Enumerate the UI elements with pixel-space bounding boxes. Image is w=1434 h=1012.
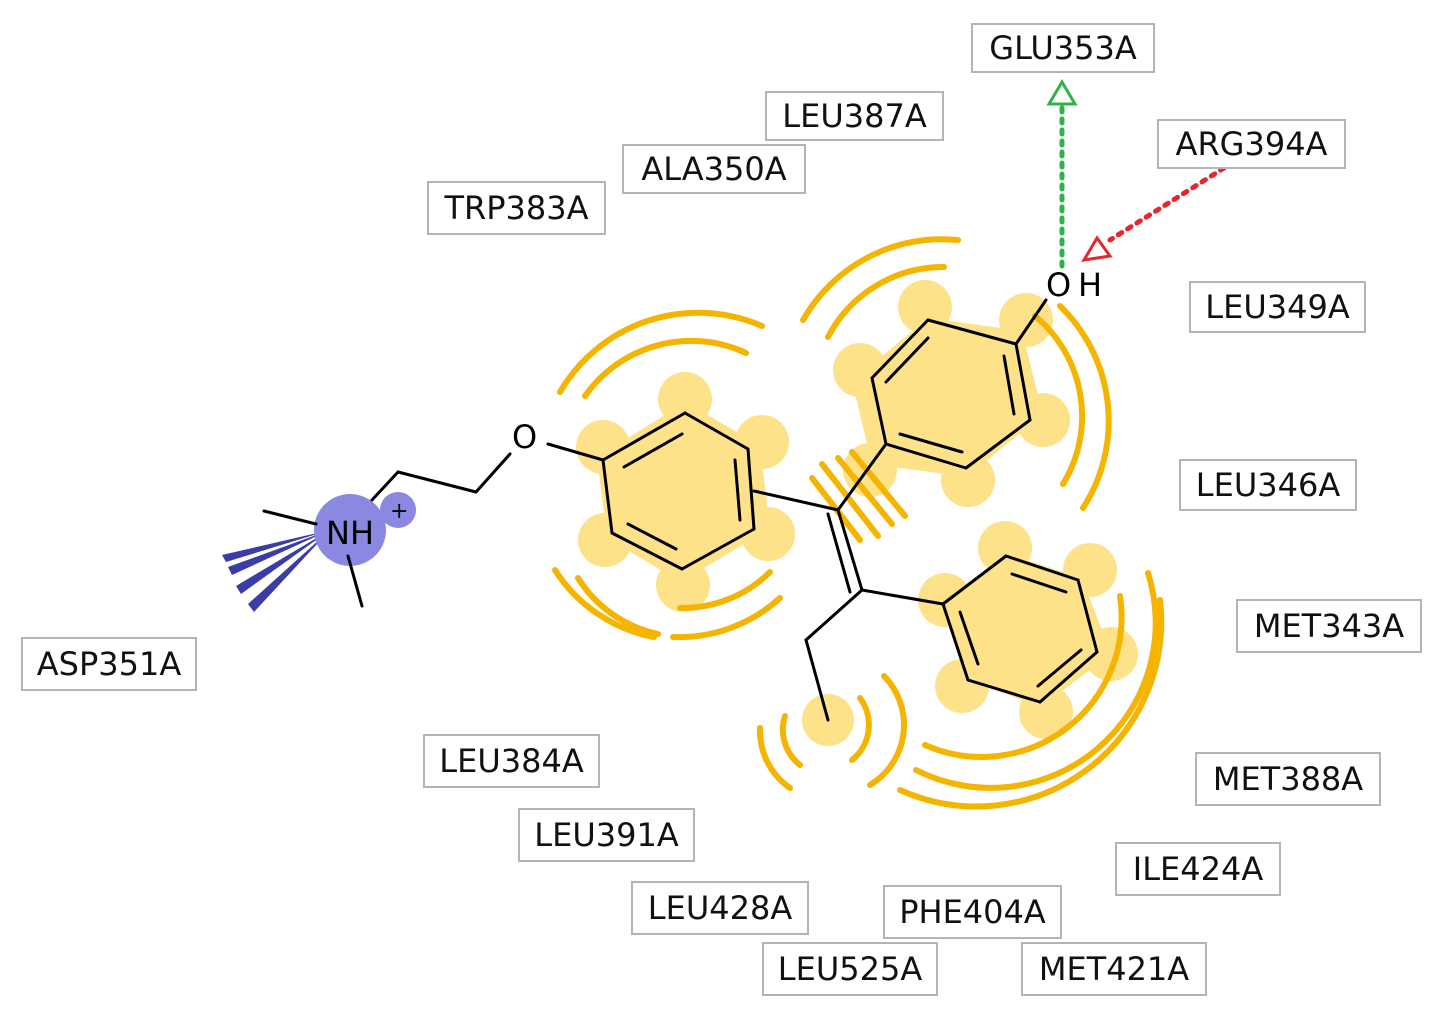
hbond-arrows	[1046, 79, 1227, 269]
residue-label: LEU349A	[1205, 288, 1350, 326]
residue-trp383a: TRP383A	[427, 181, 606, 235]
residue-leu349a: LEU349A	[1189, 281, 1366, 333]
residue-leu525a: LEU525A	[762, 942, 938, 996]
ionic-interaction	[222, 492, 416, 612]
charge-blob-plus	[380, 492, 416, 528]
residue-box	[1115, 842, 1281, 896]
residue-label: ASP351A	[37, 645, 182, 683]
residue-leu346a: LEU346A	[1179, 459, 1357, 511]
residue-label: LEU387A	[782, 97, 927, 135]
residue-box	[21, 637, 197, 691]
residue-leu428a: LEU428A	[631, 881, 809, 935]
atom-labels: O NH + O H	[326, 266, 1102, 552]
residue-box	[1021, 942, 1207, 996]
residue-box	[622, 144, 806, 194]
residue-box	[1157, 119, 1346, 169]
hbond-acceptor-arrowhead	[1046, 79, 1078, 106]
amine-n-label: NH	[326, 514, 374, 552]
ionic-ray	[222, 530, 330, 562]
residue-glu353a: GLU353A	[971, 23, 1155, 73]
residue-met343a: MET343A	[1236, 599, 1422, 653]
residue-met388a: MET388A	[1195, 752, 1381, 806]
residue-box	[1236, 599, 1422, 653]
residue-asp351a: ASP351A	[21, 637, 197, 691]
residue-label: ALA350A	[641, 150, 786, 188]
ionic-ray	[248, 530, 330, 612]
residue-box	[1195, 752, 1381, 806]
residue-label: MET421A	[1039, 950, 1189, 988]
halo-ring-a	[576, 372, 795, 612]
ether-oxygen-label: O	[512, 418, 537, 456]
charge-blob	[314, 494, 386, 566]
residue-phe404a: PHE404A	[883, 885, 1062, 939]
residue-label: MET388A	[1213, 760, 1363, 798]
residue-label: LEU428A	[648, 889, 793, 927]
residue-arg394a: ARG394A	[1157, 119, 1346, 169]
residue-label: ILE424A	[1133, 850, 1264, 888]
residue-label: LEU391A	[534, 816, 679, 854]
hbond-donor-arrowhead	[1081, 235, 1113, 262]
ligand-bonds	[262, 298, 1099, 722]
residue-label: TRP383A	[443, 189, 588, 227]
residue-box	[971, 23, 1155, 73]
hbond-donor-line	[1107, 165, 1227, 243]
residue-leu384a: LEU384A	[423, 734, 600, 788]
charge-plus-label: +	[390, 499, 408, 524]
residue-box	[423, 734, 600, 788]
residue-box	[1189, 281, 1366, 333]
residue-label: LEU346A	[1196, 466, 1341, 504]
residue-label: MET343A	[1254, 607, 1404, 645]
residue-labels: GLU353A LEU387A ARG394A ALA350A TRP383A LEU34…	[21, 23, 1422, 996]
halo-ring-c	[918, 521, 1138, 739]
residue-box	[883, 885, 1062, 939]
hydrophobic-arcs	[552, 236, 1165, 810]
residue-box	[427, 181, 606, 235]
ionic-ray	[236, 530, 330, 594]
residue-box	[518, 808, 695, 862]
hydroxyl-o-label: O	[1046, 266, 1071, 304]
residue-label: ARG394A	[1176, 125, 1328, 163]
residue-ile424a: ILE424A	[1115, 842, 1281, 896]
residue-box	[765, 91, 944, 141]
hydroxyl-h-label: H	[1078, 266, 1102, 304]
residue-box	[1179, 459, 1357, 511]
residue-met421a: MET421A	[1021, 942, 1207, 996]
residue-box	[762, 942, 938, 996]
residue-label: LEU525A	[778, 950, 923, 988]
residue-label: PHE404A	[899, 893, 1046, 931]
ionic-ray	[228, 530, 330, 575]
residue-box	[631, 881, 809, 935]
residue-label: LEU384A	[439, 742, 584, 780]
residue-leu391a: LEU391A	[518, 808, 695, 862]
residue-ala350a: ALA350A	[622, 144, 806, 194]
residue-leu387a: LEU387A	[765, 91, 944, 141]
residue-label: GLU353A	[989, 29, 1137, 67]
